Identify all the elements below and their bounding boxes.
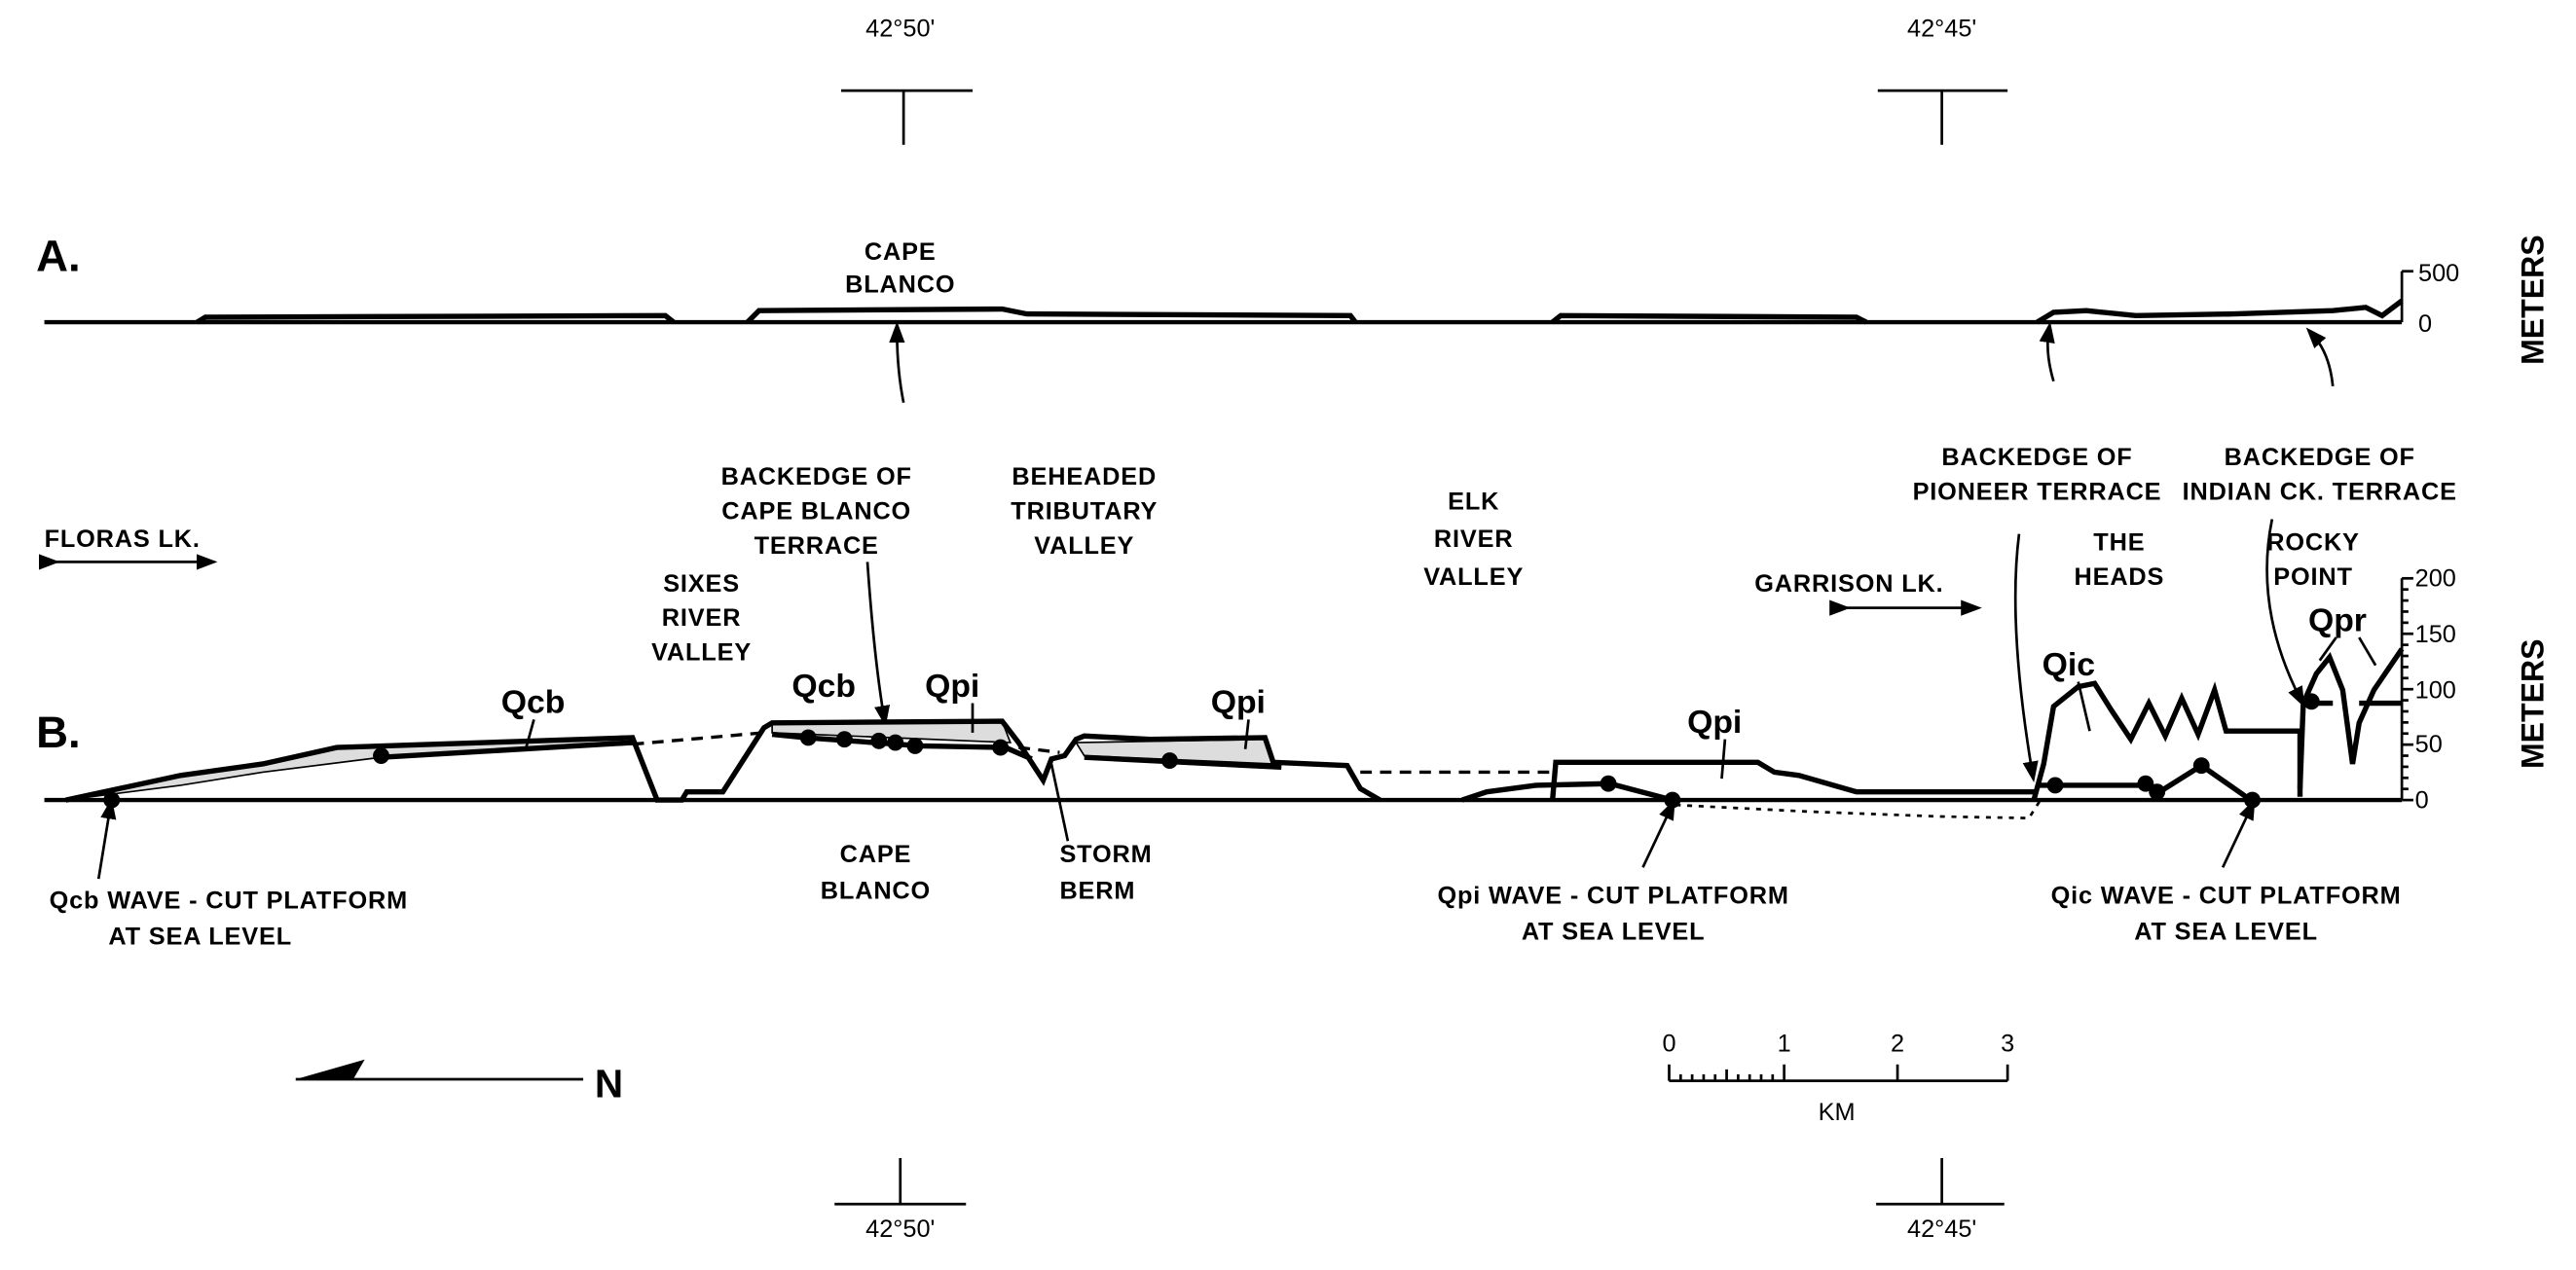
profile-b: B. 200 150 100 50 0 — [36, 565, 2550, 820]
backedge-pioneer-label: BACKEDGE OF — [1941, 444, 2132, 471]
formation-label: Qcb — [791, 668, 856, 705]
backedge-indian-label: INDIAN CK. TERRACE — [2183, 478, 2457, 505]
arrow-icon — [889, 321, 905, 403]
the-heads-label: THE — [2093, 529, 2145, 557]
latitude-mark-top-left: 42°50' — [841, 15, 973, 145]
axis-unit-label: METERS — [2515, 235, 2550, 365]
scale-tick-label: 2 — [1891, 1030, 1904, 1057]
arrow-icon — [2305, 327, 2335, 386]
backedge-cape-blanco-label: TERRACE — [754, 532, 879, 560]
arrow-icon — [2221, 798, 2256, 868]
profile-a: A. 500 0 METERS CAPE BLANCO — [36, 232, 2550, 365]
axis-tick-label: 0 — [2415, 787, 2429, 815]
formation-label: Qpr — [2308, 601, 2367, 638]
qic-platform-label: Qic WAVE - CUT PLATFORM — [2051, 882, 2402, 909]
arrow-icon — [865, 562, 891, 727]
bottom-labels: Qcb WAVE - CUT PLATFORM AT SEA LEVEL CAP… — [50, 763, 2402, 951]
axis-tick-label: 500 — [2418, 260, 2459, 287]
axis-tick-label: 200 — [2415, 565, 2456, 593]
cape-blanco-b-label: BLANCO — [821, 877, 931, 904]
garrison-lake-label: GARRISON LK. — [1754, 570, 1943, 598]
north-label: N — [595, 1062, 623, 1107]
arrow-icon — [96, 797, 117, 880]
rocky-point-label: POINT — [2273, 563, 2353, 591]
axis-tick-label: 150 — [2415, 621, 2456, 648]
axis-tick-label: 50 — [2415, 731, 2443, 758]
storm-berm-label: STORM — [1059, 841, 1152, 868]
beheaded-tributary-label: VALLEY — [1034, 532, 1134, 560]
scale-tick-label: 3 — [2001, 1030, 2014, 1057]
scale-tick-label: 1 — [1778, 1030, 1791, 1057]
cape-blanco-b-label: CAPE — [840, 841, 912, 868]
latitude-mark-top-right: 42°45' — [1877, 15, 2008, 145]
beheaded-tributary-label: BEHEADED — [1012, 463, 1157, 490]
qic-platform-label: AT SEA LEVEL — [2134, 919, 2318, 946]
storm-berm-label: BERM — [1059, 877, 1135, 904]
profile-b-label: B. — [36, 708, 81, 757]
arrow-icon — [2013, 533, 2039, 783]
arrow-icon — [2039, 321, 2055, 382]
latitude-mark-bottom-right: 42°45' — [1876, 1157, 2005, 1243]
arrow-icon — [2265, 519, 2305, 708]
qpi-platform-label: Qpi WAVE - CUT PLATFORM — [1437, 882, 1788, 909]
scale-bar: 0 1 2 3 KM — [1662, 1030, 2014, 1126]
axis-tick-label: 0 — [2418, 310, 2432, 338]
qpi-platform-label: AT SEA LEVEL — [1522, 919, 1706, 946]
latitude-label: 42°45' — [1907, 1216, 1976, 1243]
floras-lake-label: FLORAS LK. — [45, 526, 201, 553]
latitude-mark-bottom-left: 42°50' — [834, 1157, 967, 1243]
latitude-label: 42°50' — [865, 1216, 935, 1243]
formation-label: Qcb — [501, 684, 566, 721]
the-heads-label: HEADS — [2074, 563, 2164, 591]
profile-a-label: A. — [36, 232, 81, 281]
formation-labels: Qcb Qcb Qpi Qpi Qpi Qic Qpr — [501, 601, 2377, 780]
rocky-point-label: ROCKY — [2266, 529, 2360, 557]
elk-river-label: ELK — [1448, 488, 1499, 515]
sixes-river-label: RIVER — [662, 604, 742, 632]
latitude-label: 42°50' — [865, 15, 935, 42]
axis-unit-label: METERS — [2515, 638, 2550, 769]
backedge-cape-blanco-label: BACKEDGE OF — [721, 463, 912, 490]
elk-river-label: RIVER — [1434, 526, 1514, 553]
latitude-label: 42°45' — [1907, 15, 1976, 42]
cape-blanco-label: BLANCO — [845, 272, 955, 299]
backedge-cape-blanco-label: CAPE BLANCO — [721, 498, 911, 526]
formation-label: Qpi — [1211, 684, 1266, 721]
arrow-icon — [1641, 798, 1675, 868]
formation-label: Qic — [2042, 646, 2095, 683]
scale-tick-label: 0 — [1662, 1030, 1675, 1057]
formation-label: Qpi — [925, 668, 979, 705]
arrowhead-icon — [295, 1059, 365, 1079]
qcb-platform-label: Qcb WAVE - CUT PLATFORM — [50, 887, 408, 914]
cape-blanco-label: CAPE — [865, 238, 937, 266]
place-labels: FLORAS LK. SIXES RIVER VALLEY BACKEDGE O… — [38, 444, 2457, 783]
sixes-river-label: SIXES — [663, 570, 740, 598]
backedge-indian-label: BACKEDGE OF — [2225, 444, 2415, 471]
north-arrow: N — [295, 1059, 623, 1107]
sixes-river-label: VALLEY — [651, 639, 752, 667]
elk-river-label: VALLEY — [1423, 563, 1524, 591]
scale-unit-label: KM — [1819, 1099, 1856, 1126]
backedge-pioneer-label: PIONEER TERRACE — [1913, 478, 2162, 505]
axis-tick-label: 100 — [2415, 676, 2456, 704]
beheaded-tributary-label: TRIBUTARY — [1011, 498, 1158, 526]
formation-label: Qpi — [1687, 704, 1742, 741]
qcb-platform-label: AT SEA LEVEL — [108, 924, 292, 951]
